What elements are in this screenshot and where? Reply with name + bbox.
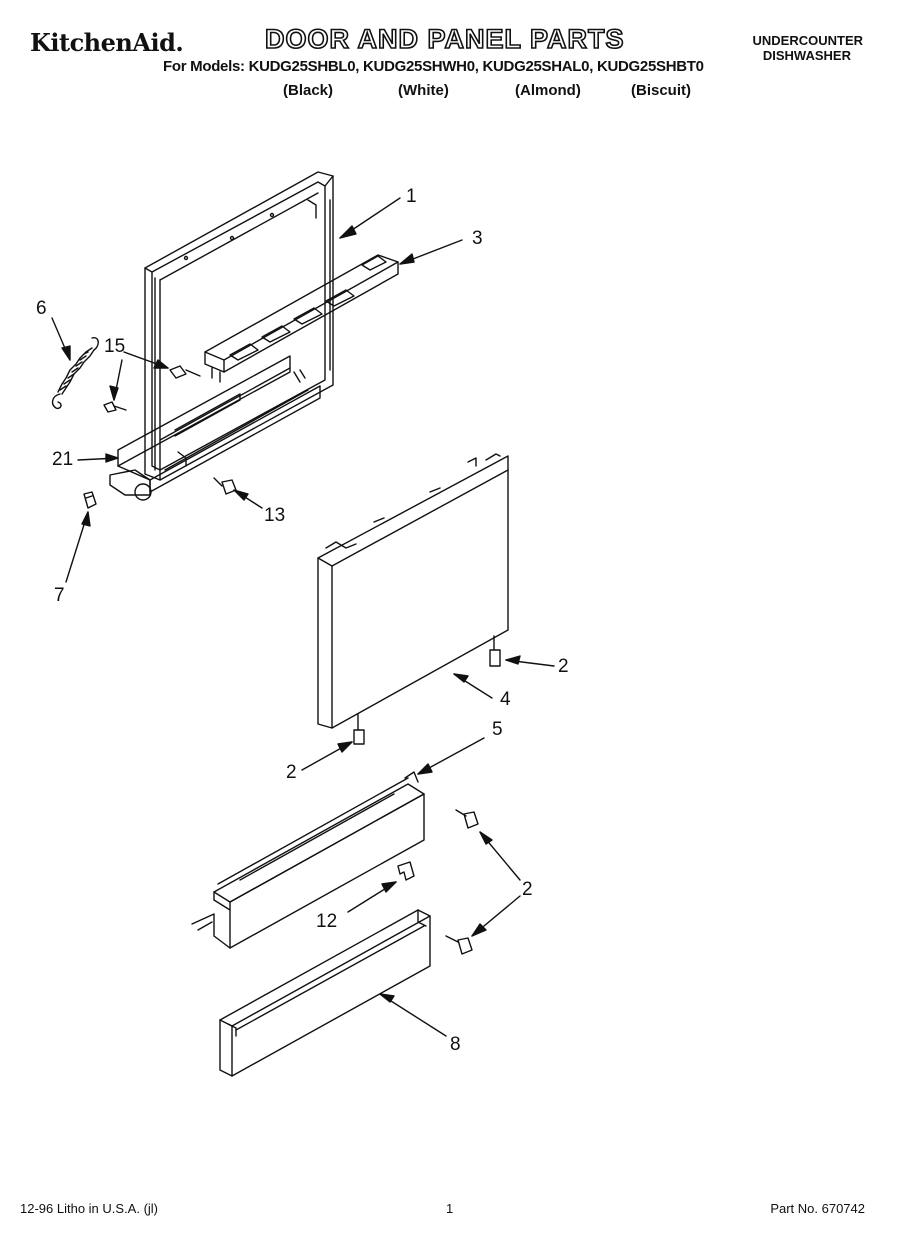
color-white: (White) <box>398 82 449 99</box>
appliance-type-line1: UNDERCOUNTER <box>752 33 864 48</box>
leader-lines <box>51 197 555 1037</box>
part-bumper <box>83 491 97 509</box>
color-biscuit: (Biscuit) <box>631 82 691 99</box>
page-title: DOOR AND PANEL PARTS <box>264 23 625 55</box>
callout-3: 3 <box>472 228 483 249</box>
footer-page-number: 1 <box>446 1201 454 1216</box>
callout-7: 7 <box>54 585 65 606</box>
part-control-housing <box>191 771 425 949</box>
color-black: (Black) <box>283 82 334 99</box>
part-clip <box>397 861 415 881</box>
callout-2-panel-bottom: 2 <box>286 762 297 783</box>
footer-litho: 12-96 Litho in U.S.A. (jl) <box>20 1201 159 1216</box>
footer-part-number: Part No. 670742 <box>770 1201 865 1216</box>
part-screws-2-housing <box>445 809 479 955</box>
part-door-spring <box>51 337 99 410</box>
color-almond: (Almond) <box>515 82 581 99</box>
part-lower-channel <box>109 355 321 501</box>
callout-2-housing: 2 <box>522 879 533 900</box>
kitchenaid-logo: KitchenAid. <box>30 28 184 57</box>
callout-4: 4 <box>500 689 511 710</box>
callout-13: 13 <box>264 505 286 526</box>
callout-5: 5 <box>492 719 503 740</box>
part-access-panel <box>219 909 431 1077</box>
part-outer-door-panel <box>317 453 509 729</box>
part-screw-13 <box>213 477 237 495</box>
callout-15: 15 <box>104 336 126 357</box>
callout-2-panel-right: 2 <box>558 656 569 677</box>
callout-8: 8 <box>450 1034 461 1055</box>
part-latch-bracket <box>204 254 399 383</box>
part-inner-door-frame <box>144 171 334 481</box>
model-list: For Models: KUDG25SHBL0, KUDG25SHWH0, KU… <box>163 58 704 75</box>
callout-21: 21 <box>52 449 74 470</box>
part-screws-15 <box>103 365 201 413</box>
appliance-type-line2: DISHWASHER <box>762 48 851 63</box>
callout-1: 1 <box>406 186 417 207</box>
callout-6: 6 <box>36 298 47 319</box>
callout-12: 12 <box>316 911 338 932</box>
part-screws-2-panel <box>353 635 501 745</box>
